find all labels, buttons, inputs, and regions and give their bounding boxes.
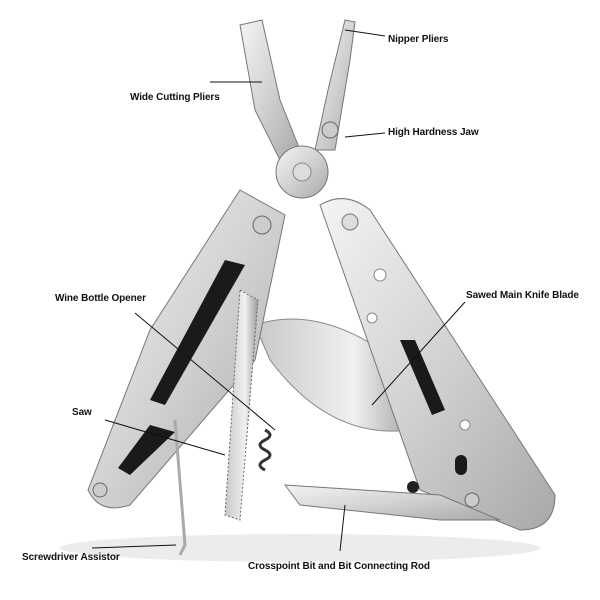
label-saw: Saw	[72, 407, 92, 418]
wide-cutting-pliers-jaw	[239, 19, 301, 161]
screwdriver-assistor	[173, 419, 187, 556]
handle-screw	[92, 482, 108, 498]
handle-slot	[400, 340, 445, 415]
handle-slot	[118, 425, 175, 475]
label-wine-bottle-opener: Wine Bottle Opener	[55, 293, 146, 304]
wine-bottle-opener	[258, 428, 272, 472]
label-crosspoint-bit: Crosspoint Bit and Bit Connecting Rod	[248, 561, 430, 572]
label-sawed-main-knife-blade: Sawed Main Knife Blade	[466, 290, 579, 301]
label-nipper-pliers: Nipper Pliers	[388, 34, 449, 45]
label-screwdriver-assistor: Screwdriver Assistor	[22, 552, 120, 563]
handle-hole	[341, 213, 359, 231]
handle-hole	[366, 312, 378, 324]
handle-hole	[373, 268, 387, 282]
handle-hole	[459, 419, 471, 431]
handle-slot	[150, 260, 245, 405]
handle-screw	[407, 481, 419, 493]
shadow	[60, 534, 540, 562]
handle-slot	[455, 455, 467, 475]
bit-connecting-rod	[283, 484, 501, 521]
nipper-pliers-jaw	[314, 19, 356, 151]
leader-lines	[91, 29, 466, 552]
jaw-screw	[321, 121, 339, 139]
right-handle	[319, 198, 556, 531]
handle-screw	[464, 492, 480, 508]
handle-screw	[252, 215, 272, 235]
label-wide-cutting-pliers: Wide Cutting Pliers	[130, 92, 220, 103]
saw-blade	[224, 289, 259, 521]
label-high-hardness-jaw: High Hardness Jaw	[388, 127, 479, 138]
pivot-screw	[292, 162, 312, 182]
